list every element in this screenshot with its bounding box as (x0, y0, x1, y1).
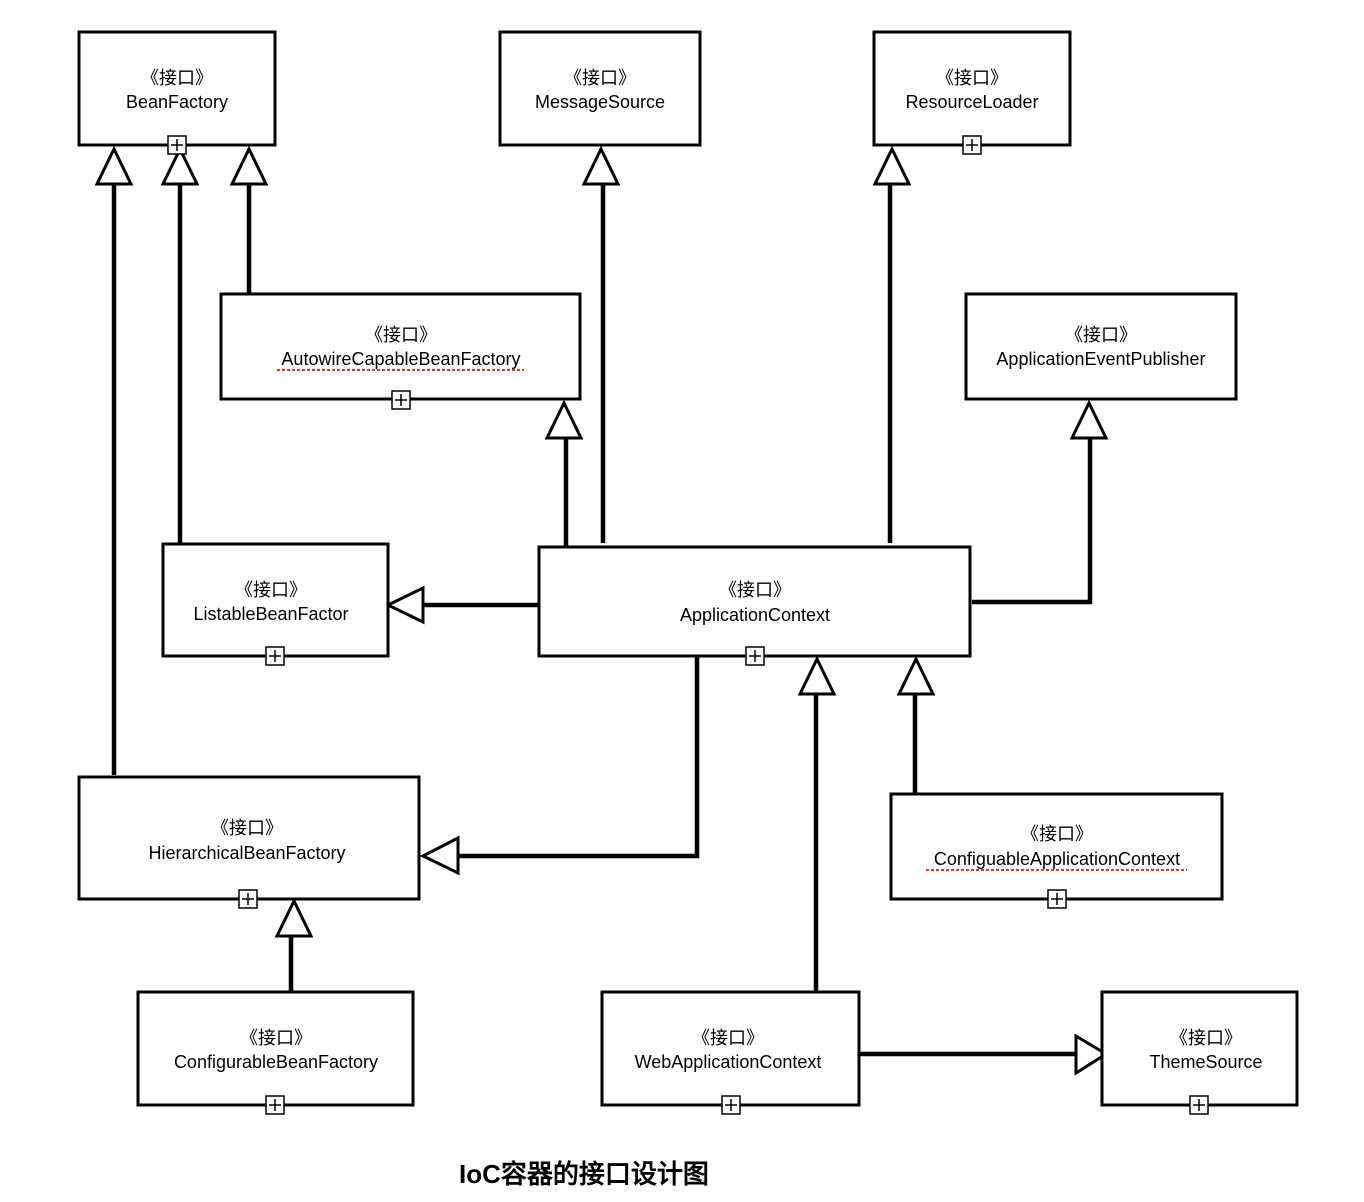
node-stereotype: 《接口》 (365, 325, 437, 345)
edge-appcontext-to-hierarchical (419, 657, 700, 876)
node-stereotype: 《接口》 (564, 68, 636, 88)
node-name: ConfiguableApplicationContext (934, 849, 1180, 869)
node-name: ConfigurableBeanFactory (174, 1052, 378, 1072)
generalization-arrowhead (544, 399, 584, 440)
edge-hierarchical-to-beanfactory (94, 145, 134, 775)
expand-toggle-icon[interactable] (1047, 889, 1067, 909)
generalization-arrowhead (160, 145, 200, 186)
node-name: ResourceLoader (905, 92, 1038, 112)
node-stereotype: 《接口》 (141, 68, 213, 88)
node-name: ApplicationEventPublisher (996, 349, 1205, 369)
node-themesource[interactable]: 《接口》 ThemeSource (1100, 990, 1299, 1115)
node-hierarchicalbeanfactory[interactable]: 《接口》 HierarchicalBeanFactory (77, 775, 421, 909)
expand-toggle-icon[interactable] (721, 1095, 741, 1115)
generalization-arrowhead (1069, 399, 1109, 440)
node-beanfactory[interactable]: 《接口》 BeanFactory (77, 30, 277, 155)
expand-toggle-icon[interactable] (265, 646, 285, 666)
edge-appcontext-to-resourceloader (872, 145, 912, 543)
node-configuableapplicationcontext[interactable]: 《接口》 ConfiguableApplicationContext (889, 792, 1224, 909)
edge-appcontext-to-eventpublisher (972, 399, 1109, 605)
node-name: HierarchicalBeanFactory (148, 843, 345, 863)
node-name: ThemeSource (1149, 1052, 1262, 1072)
edge-configurablebf-to-hierarchical (274, 897, 314, 991)
node-name: ListableBeanFactor (193, 604, 348, 624)
generalization-arrowhead (896, 655, 936, 696)
node-stereotype: 《接口》 (692, 1028, 764, 1048)
node-name: WebApplicationContext (635, 1052, 822, 1072)
edge-autowire-to-beanfactory (229, 145, 269, 294)
generalization-arrowhead (1074, 1033, 1109, 1076)
diagram-caption: IoC容器的接口设计图 (459, 1159, 709, 1189)
expand-toggle-icon[interactable] (238, 889, 258, 909)
node-name: ApplicationContext (680, 605, 830, 625)
generalization-arrowhead (797, 655, 837, 696)
generalization-arrowhead (229, 145, 269, 186)
node-stereotype: 《接口》 (235, 580, 307, 600)
node-name: AutowireCapableBeanFactory (281, 349, 520, 369)
edge-webappcontext-to-themesource (860, 1033, 1109, 1076)
node-stereotype: 《接口》 (211, 818, 283, 838)
generalization-arrowhead (872, 145, 912, 186)
node-stereotype: 《接口》 (1170, 1028, 1242, 1048)
node-stereotype: 《接口》 (936, 68, 1008, 88)
expand-toggle-icon[interactable] (962, 135, 982, 155)
generalization-arrowhead (581, 145, 621, 186)
node-autowirecapablebeanfactory[interactable]: 《接口》 AutowireCapableBeanFactory (219, 292, 582, 410)
node-configurablebeanfactory[interactable]: 《接口》 ConfigurableBeanFactory (136, 990, 415, 1115)
expand-toggle-icon[interactable] (745, 646, 765, 666)
expand-toggle-icon[interactable] (167, 135, 187, 155)
edge-appcontext-to-listable (384, 585, 538, 625)
node-resourceloader[interactable]: 《接口》 ResourceLoader (872, 30, 1072, 155)
generalization-arrowhead (419, 835, 460, 876)
expand-toggle-icon[interactable] (1189, 1095, 1209, 1115)
node-stereotype: 《接口》 (240, 1028, 312, 1048)
node-stereotype: 《接口》 (719, 580, 791, 600)
node-applicationcontext[interactable]: 《接口》 ApplicationContext (537, 545, 972, 666)
edge-appcontext-to-messagesource (581, 145, 621, 543)
edge-appcontext-to-autowire (544, 399, 584, 546)
node-name: MessageSource (535, 92, 665, 112)
edge-webappcontext-to-appcontext (797, 655, 837, 991)
node-name: BeanFactory (126, 92, 228, 112)
expand-toggle-icon[interactable] (265, 1095, 285, 1115)
generalization-arrowhead (274, 897, 314, 938)
node-webapplicationcontext[interactable]: 《接口》 WebApplicationContext (600, 990, 861, 1115)
generalization-arrowhead (384, 585, 425, 625)
node-stereotype: 《接口》 (1065, 325, 1137, 345)
node-stereotype: 《接口》 (1021, 824, 1093, 844)
node-applicationeventpublisher[interactable]: 《接口》 ApplicationEventPublisher (964, 292, 1238, 401)
edge-configuable-to-appcontext (896, 655, 936, 793)
node-listablebeanfactor[interactable]: 《接口》 ListableBeanFactor (161, 542, 390, 666)
generalization-arrowhead (94, 145, 134, 186)
node-messagesource[interactable]: 《接口》 MessageSource (498, 30, 702, 147)
expand-toggle-icon[interactable] (391, 390, 411, 410)
edge-listable-to-beanfactory (160, 145, 200, 544)
